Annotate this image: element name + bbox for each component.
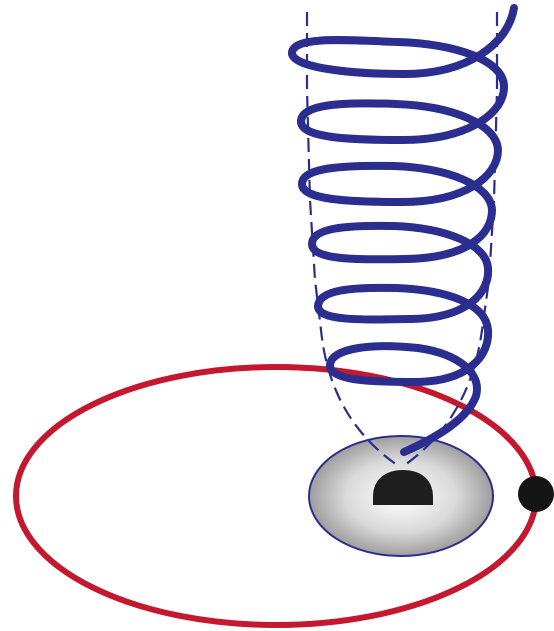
companion-body: [518, 476, 554, 512]
helical-jet: [292, 8, 514, 452]
jet-envelope-left: [307, 12, 400, 467]
